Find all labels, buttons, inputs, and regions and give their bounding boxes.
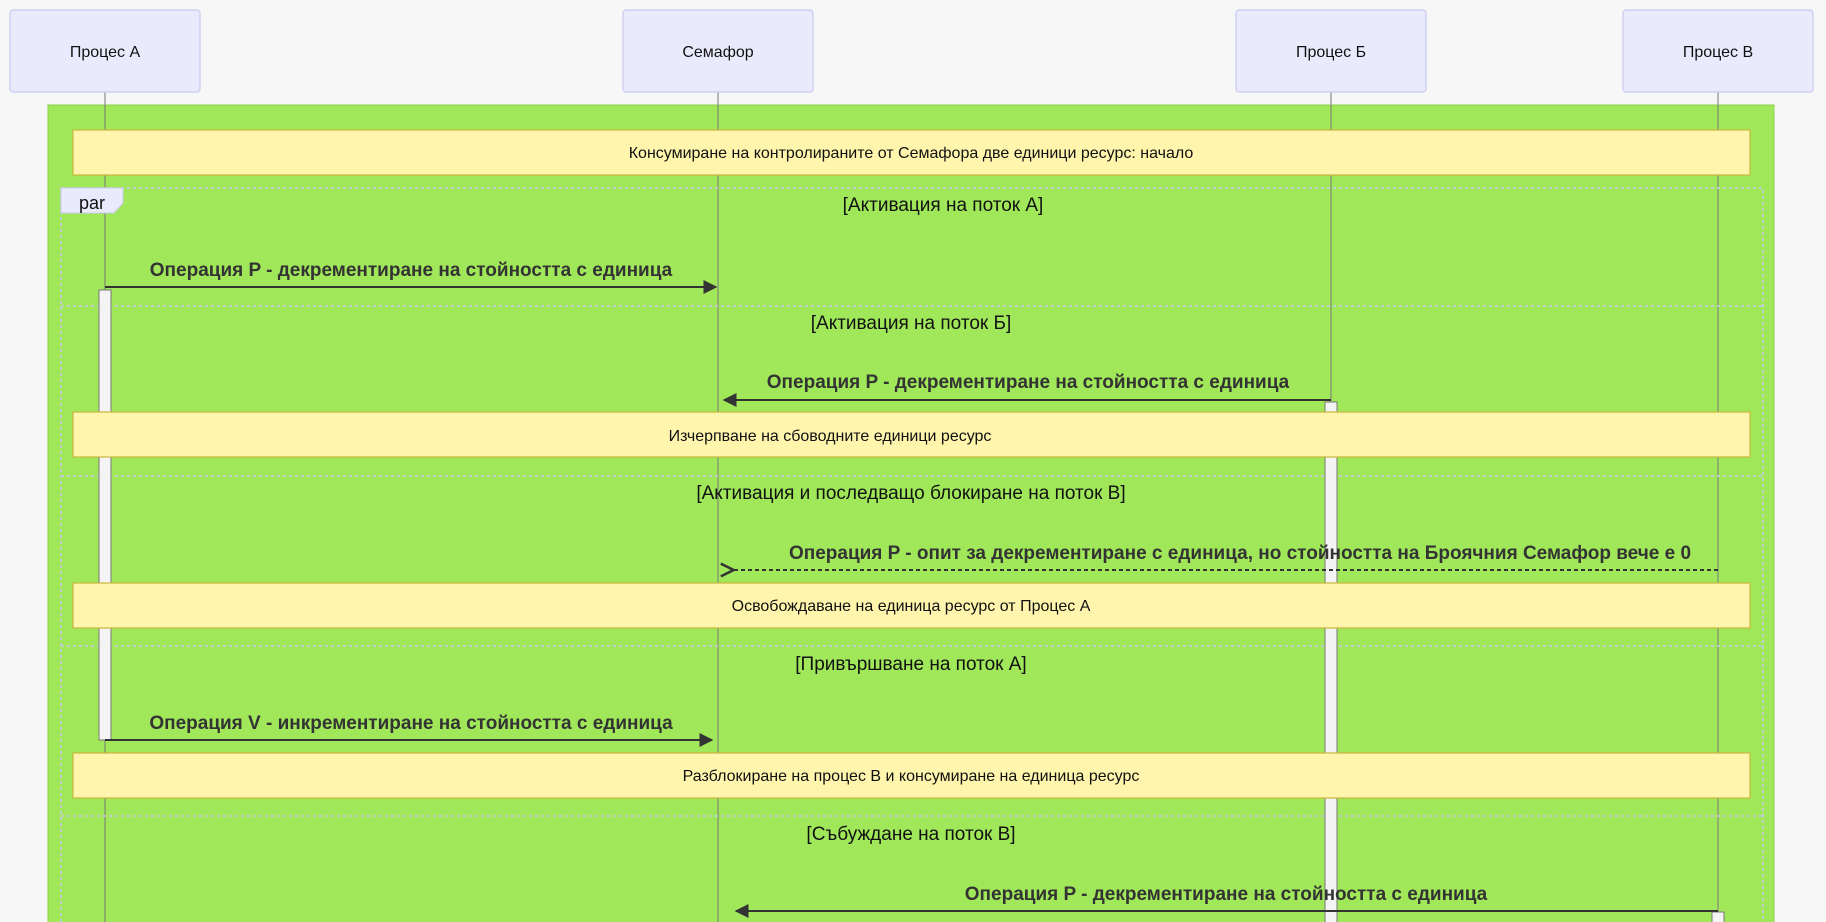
activation-process-b <box>1324 401 1338 922</box>
section-label: [Активация на поток А] <box>843 195 1044 216</box>
message: Операция P - опит за декрементиране с ед… <box>732 543 1718 570</box>
par-frame-border <box>60 187 1764 922</box>
par-frame: par <box>60 187 1764 922</box>
message-label: Операция P - опит за декрементиране с ед… <box>789 543 1691 564</box>
message-label: Операция P - декрементиране на стойностт… <box>767 372 1290 393</box>
message-label: Операция P - декрементиране на стойностт… <box>965 884 1488 905</box>
message: Операция P - декрементиране на стойностт… <box>105 260 718 294</box>
message: Операция V - инкрементиране на стойностт… <box>105 713 714 747</box>
section-label: [Привършване на поток А] <box>795 654 1026 675</box>
activation-process-v <box>1711 911 1725 922</box>
actor-label: Процес Б <box>1296 44 1366 61</box>
note: Консумиране на контролираните от Семафор… <box>72 129 1751 176</box>
par-frame-tab <box>60 187 124 214</box>
note-text: Разблокиране на процес В и консумиране н… <box>683 768 1140 785</box>
section-label: [Събуждане на поток В] <box>806 824 1015 845</box>
section-label: [Активация и последващо блокиране на пот… <box>696 483 1125 504</box>
actor-process-b: Процес Б <box>1235 9 1427 93</box>
note-text: Освобождаване на единица ресурс от Проце… <box>732 598 1091 615</box>
note-text: Консумиране на контролираните от Семафор… <box>629 145 1194 162</box>
par-keyword: par <box>79 193 105 213</box>
message: Операция P - декрементиране на стойностт… <box>722 372 1331 407</box>
rect-region <box>47 104 1775 922</box>
actor-label: Процес А <box>70 44 141 61</box>
section-label: [Активация на поток Б] <box>811 313 1011 334</box>
message-label: Операция P - декрементиране на стойностт… <box>150 260 673 281</box>
actor-process-v: Процес В <box>1622 9 1814 93</box>
actor-semaphore: Семафор <box>622 9 814 93</box>
message: Операция P - декрементиране на стойностт… <box>734 884 1718 918</box>
note: Освобождаване на единица ресурс от Проце… <box>72 582 1751 629</box>
actor-process-a: Процес А <box>9 9 201 93</box>
note: Изчерпване на сбоводните единици ресурс <box>72 411 1751 458</box>
message-label: Операция V - инкрементиране на стойностт… <box>149 713 673 734</box>
activation-process-a <box>98 289 112 741</box>
note: Разблокиране на процес В и консумиране н… <box>72 752 1751 799</box>
actor-label: Семафор <box>682 44 753 61</box>
actor-label: Процес В <box>1683 44 1753 61</box>
note-text: Изчерпване на сбоводните единици ресурс <box>669 428 992 445</box>
